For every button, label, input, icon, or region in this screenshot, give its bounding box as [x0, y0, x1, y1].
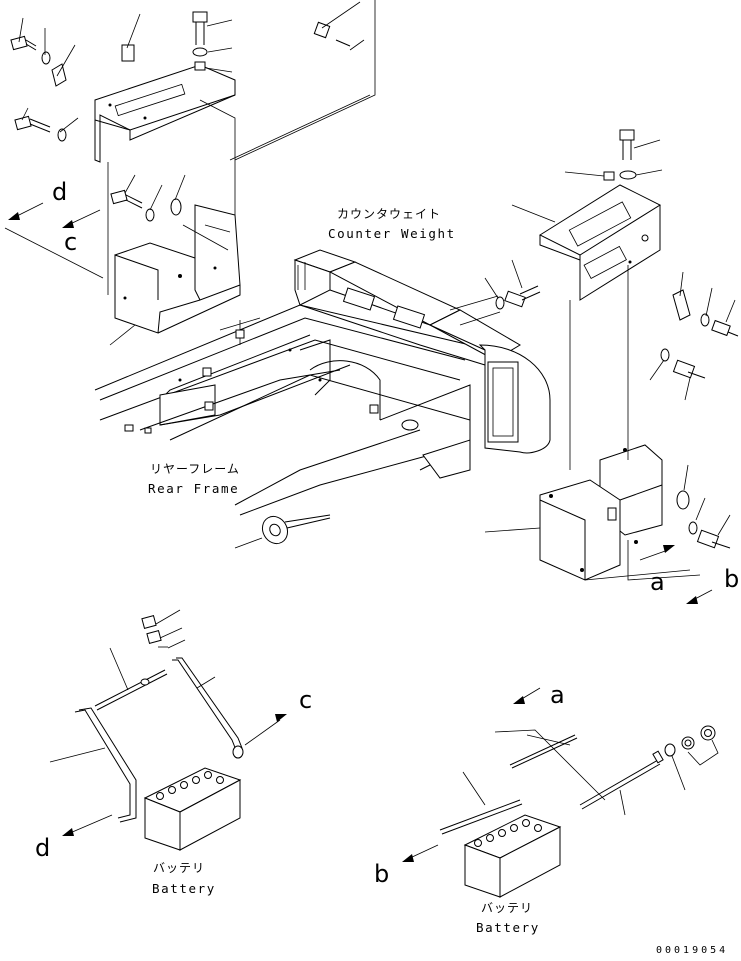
- lower-right-fasteners: [676, 464, 731, 549]
- right-battery: [463, 814, 562, 898]
- left-battery-cables: [49, 609, 287, 836]
- drawing-code: 00019054: [656, 945, 729, 956]
- rear-frame-label-en: Rear Frame: [148, 481, 240, 496]
- connection-letter-d-top: d: [52, 178, 68, 206]
- battery-right-label-en: Battery: [476, 920, 540, 935]
- upper-right-fasteners: [511, 129, 739, 401]
- counter-weight-label-en: Counter Weight: [328, 226, 456, 241]
- lower-left-battery-box: [114, 204, 241, 334]
- lower-right-battery-box: [484, 444, 663, 581]
- upper-left-leader-lines: [18, 0, 376, 161]
- connection-letter-b-bottom: b: [374, 860, 390, 888]
- mid-left-fasteners: [109, 174, 229, 346]
- right-reference-lines: [229, 94, 713, 604]
- connection-letter-a-top: a: [650, 568, 665, 596]
- left-reference-lines: [4, 99, 236, 295]
- counter-weight: [293, 249, 551, 454]
- counter-weight-fasteners: [449, 259, 541, 326]
- connection-letter-d-bottom: d: [35, 834, 51, 862]
- upper-right-cover-bracket: [538, 184, 662, 301]
- connection-letter-c-bottom: c: [299, 686, 313, 714]
- right-battery-cables: [402, 687, 719, 862]
- connection-letter-b-top: b: [724, 565, 740, 593]
- counter-weight-label-jp: カウンタウェイト: [337, 207, 442, 221]
- connection-letter-a-bottom: a: [550, 681, 565, 709]
- upper-left-cover-bracket: [94, 64, 236, 163]
- battery-left-label-en: Battery: [152, 881, 216, 896]
- connection-letter-c-top: c: [64, 228, 78, 256]
- battery-left-label-jp: バッテリ: [153, 861, 206, 875]
- rear-frame-label-jp: リヤーフレーム: [150, 462, 240, 476]
- lifting-eye-tool: [234, 514, 331, 549]
- battery-right-label-jp: バッテリ: [481, 901, 534, 915]
- left-battery: [143, 767, 242, 851]
